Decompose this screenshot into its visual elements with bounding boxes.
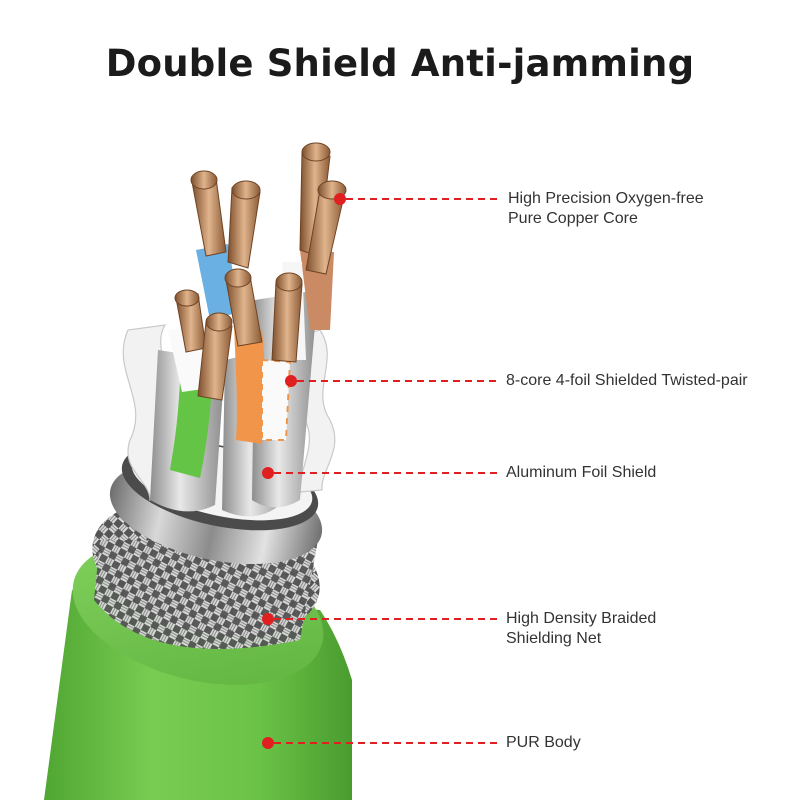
label-copper-core: High Precision Oxygen-free Pure Copper C… — [508, 189, 704, 229]
page-title: Double Shield Anti-jamming — [105, 42, 695, 85]
dot-foil-shield — [262, 467, 274, 479]
callout-dots — [262, 193, 346, 749]
label-twisted-pair-line1: 8-core 4-foil Shielded Twisted-pair — [506, 372, 748, 389]
label-pur-body: PUR Body — [506, 733, 581, 753]
label-copper-core-line2: Pure Copper Core — [508, 210, 638, 227]
label-braided-net: High Density Braided Shielding Net — [506, 609, 656, 649]
dot-copper-core — [334, 193, 346, 205]
callout-leaders — [274, 198, 498, 744]
dot-braided-net — [262, 613, 274, 625]
label-braided-net-line1: High Density Braided — [506, 610, 657, 627]
label-twisted-pair: 8-core 4-foil Shielded Twisted-pair — [506, 371, 748, 391]
copper-cores — [174, 142, 347, 401]
label-pur-body-line1: PUR Body — [506, 734, 581, 751]
dot-twisted-pair — [285, 375, 297, 387]
label-foil-shield-line1: Aluminum Foil Shield — [506, 464, 657, 481]
label-copper-core-line1: High Precision Oxygen-free — [508, 190, 704, 207]
dot-pur-body — [262, 737, 274, 749]
label-foil-shield: Aluminum Foil Shield — [506, 463, 656, 483]
label-braided-net-line2: Shielding Net — [506, 630, 602, 647]
